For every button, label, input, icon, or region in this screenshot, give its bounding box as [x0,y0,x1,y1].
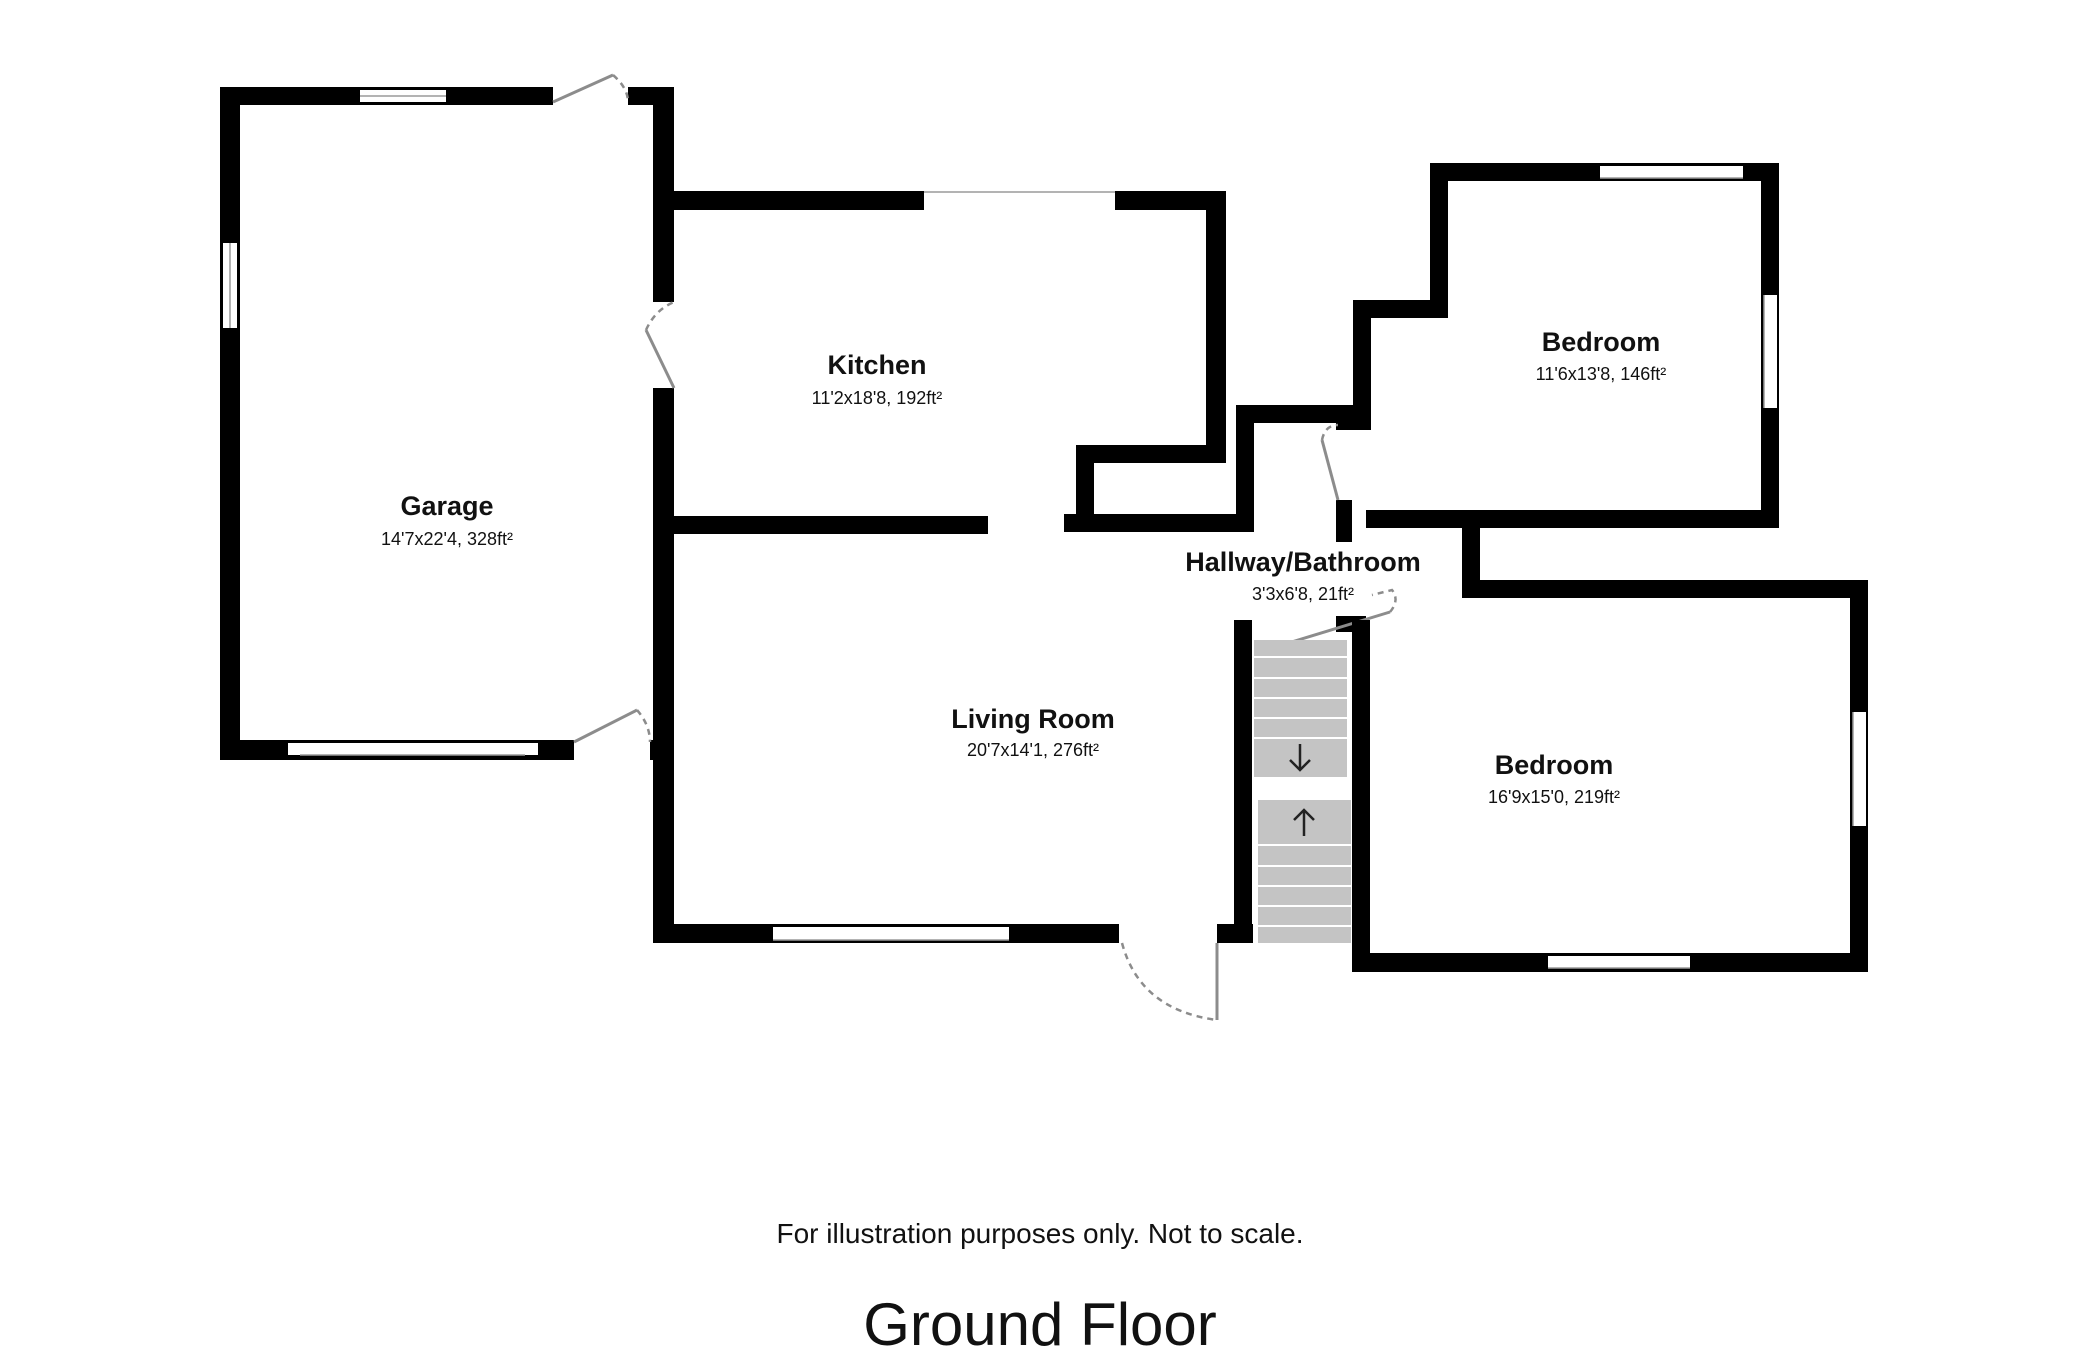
lower-bedroom-name: Bedroom [1495,750,1614,780]
living-room-door [1120,942,1219,1022]
floor-title: Ground Floor [863,1291,1217,1358]
garage-doors [552,73,676,744]
kitchen-name: Kitchen [827,350,926,380]
garage-windows [223,90,538,756]
upper-bedroom-dims: 11'6x13'8, 146ft² [1536,364,1667,384]
lower-bedroom-dims: 16'9x15'0, 219ft² [1488,787,1620,807]
living-room-name: Living Room [951,704,1115,734]
kitchen-walls [674,191,1254,534]
upper-bedroom-windows [1600,166,1777,408]
disclaimer-text: For illustration purposes only. Not to s… [776,1218,1304,1249]
kitchen-dims: 11'2x18'8, 192ft² [812,388,943,408]
hallway-walls [1236,405,1366,632]
living-room-window [773,927,1009,941]
living-room-walls [653,620,1253,943]
garage-walls [220,87,674,760]
staircase [1254,640,1351,943]
garage-dims: 14'7x22'4, 328ft² [381,529,513,549]
lower-bedroom-walls [1352,528,1868,972]
hallway-doors [1271,423,1397,650]
stairs-up-arrow-icon [1293,808,1315,836]
hallway-name: Hallway/Bathroom [1185,547,1421,577]
kitchen-window [924,191,1115,201]
garage-name: Garage [400,491,493,521]
living-room-dims: 20'7x14'1, 276ft² [967,740,1099,760]
lower-bedroom-windows [1548,712,1866,969]
upper-bedroom-name: Bedroom [1542,327,1661,357]
hallway-dims: 3'3x6'8, 21ft² [1252,584,1354,604]
stairs-down-arrow-icon [1289,744,1311,772]
